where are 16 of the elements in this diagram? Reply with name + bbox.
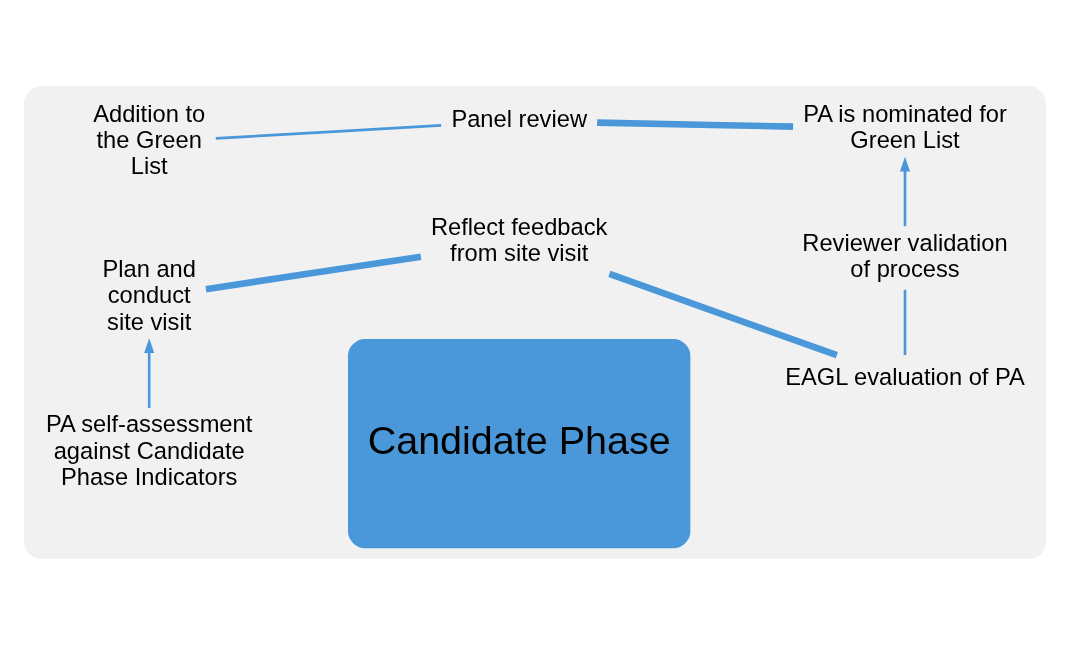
arrow <box>144 338 155 408</box>
connector <box>215 124 442 140</box>
node-text: Panel review <box>451 105 588 132</box>
node-text: Addition to the Green List <box>93 100 206 180</box>
node-text: Reviewer validation of process <box>802 229 1008 282</box>
node-text: Plan and conduct site visit <box>102 255 196 335</box>
node-text: Reflect feedback from site visit <box>430 213 608 267</box>
node-text: EAGL evaluation of PA <box>785 363 1025 390</box>
cluster <box>24 86 1046 559</box>
node-text: PA self-assessment against Candidate Phase Indicators <box>46 411 253 490</box>
node-text: PA is nominated for Green List <box>803 100 1007 153</box>
connector <box>608 270 838 359</box>
node-box: Candidate Phase <box>348 338 691 549</box>
connector <box>903 289 907 355</box>
arrow <box>899 156 911 227</box>
connector <box>205 253 422 293</box>
